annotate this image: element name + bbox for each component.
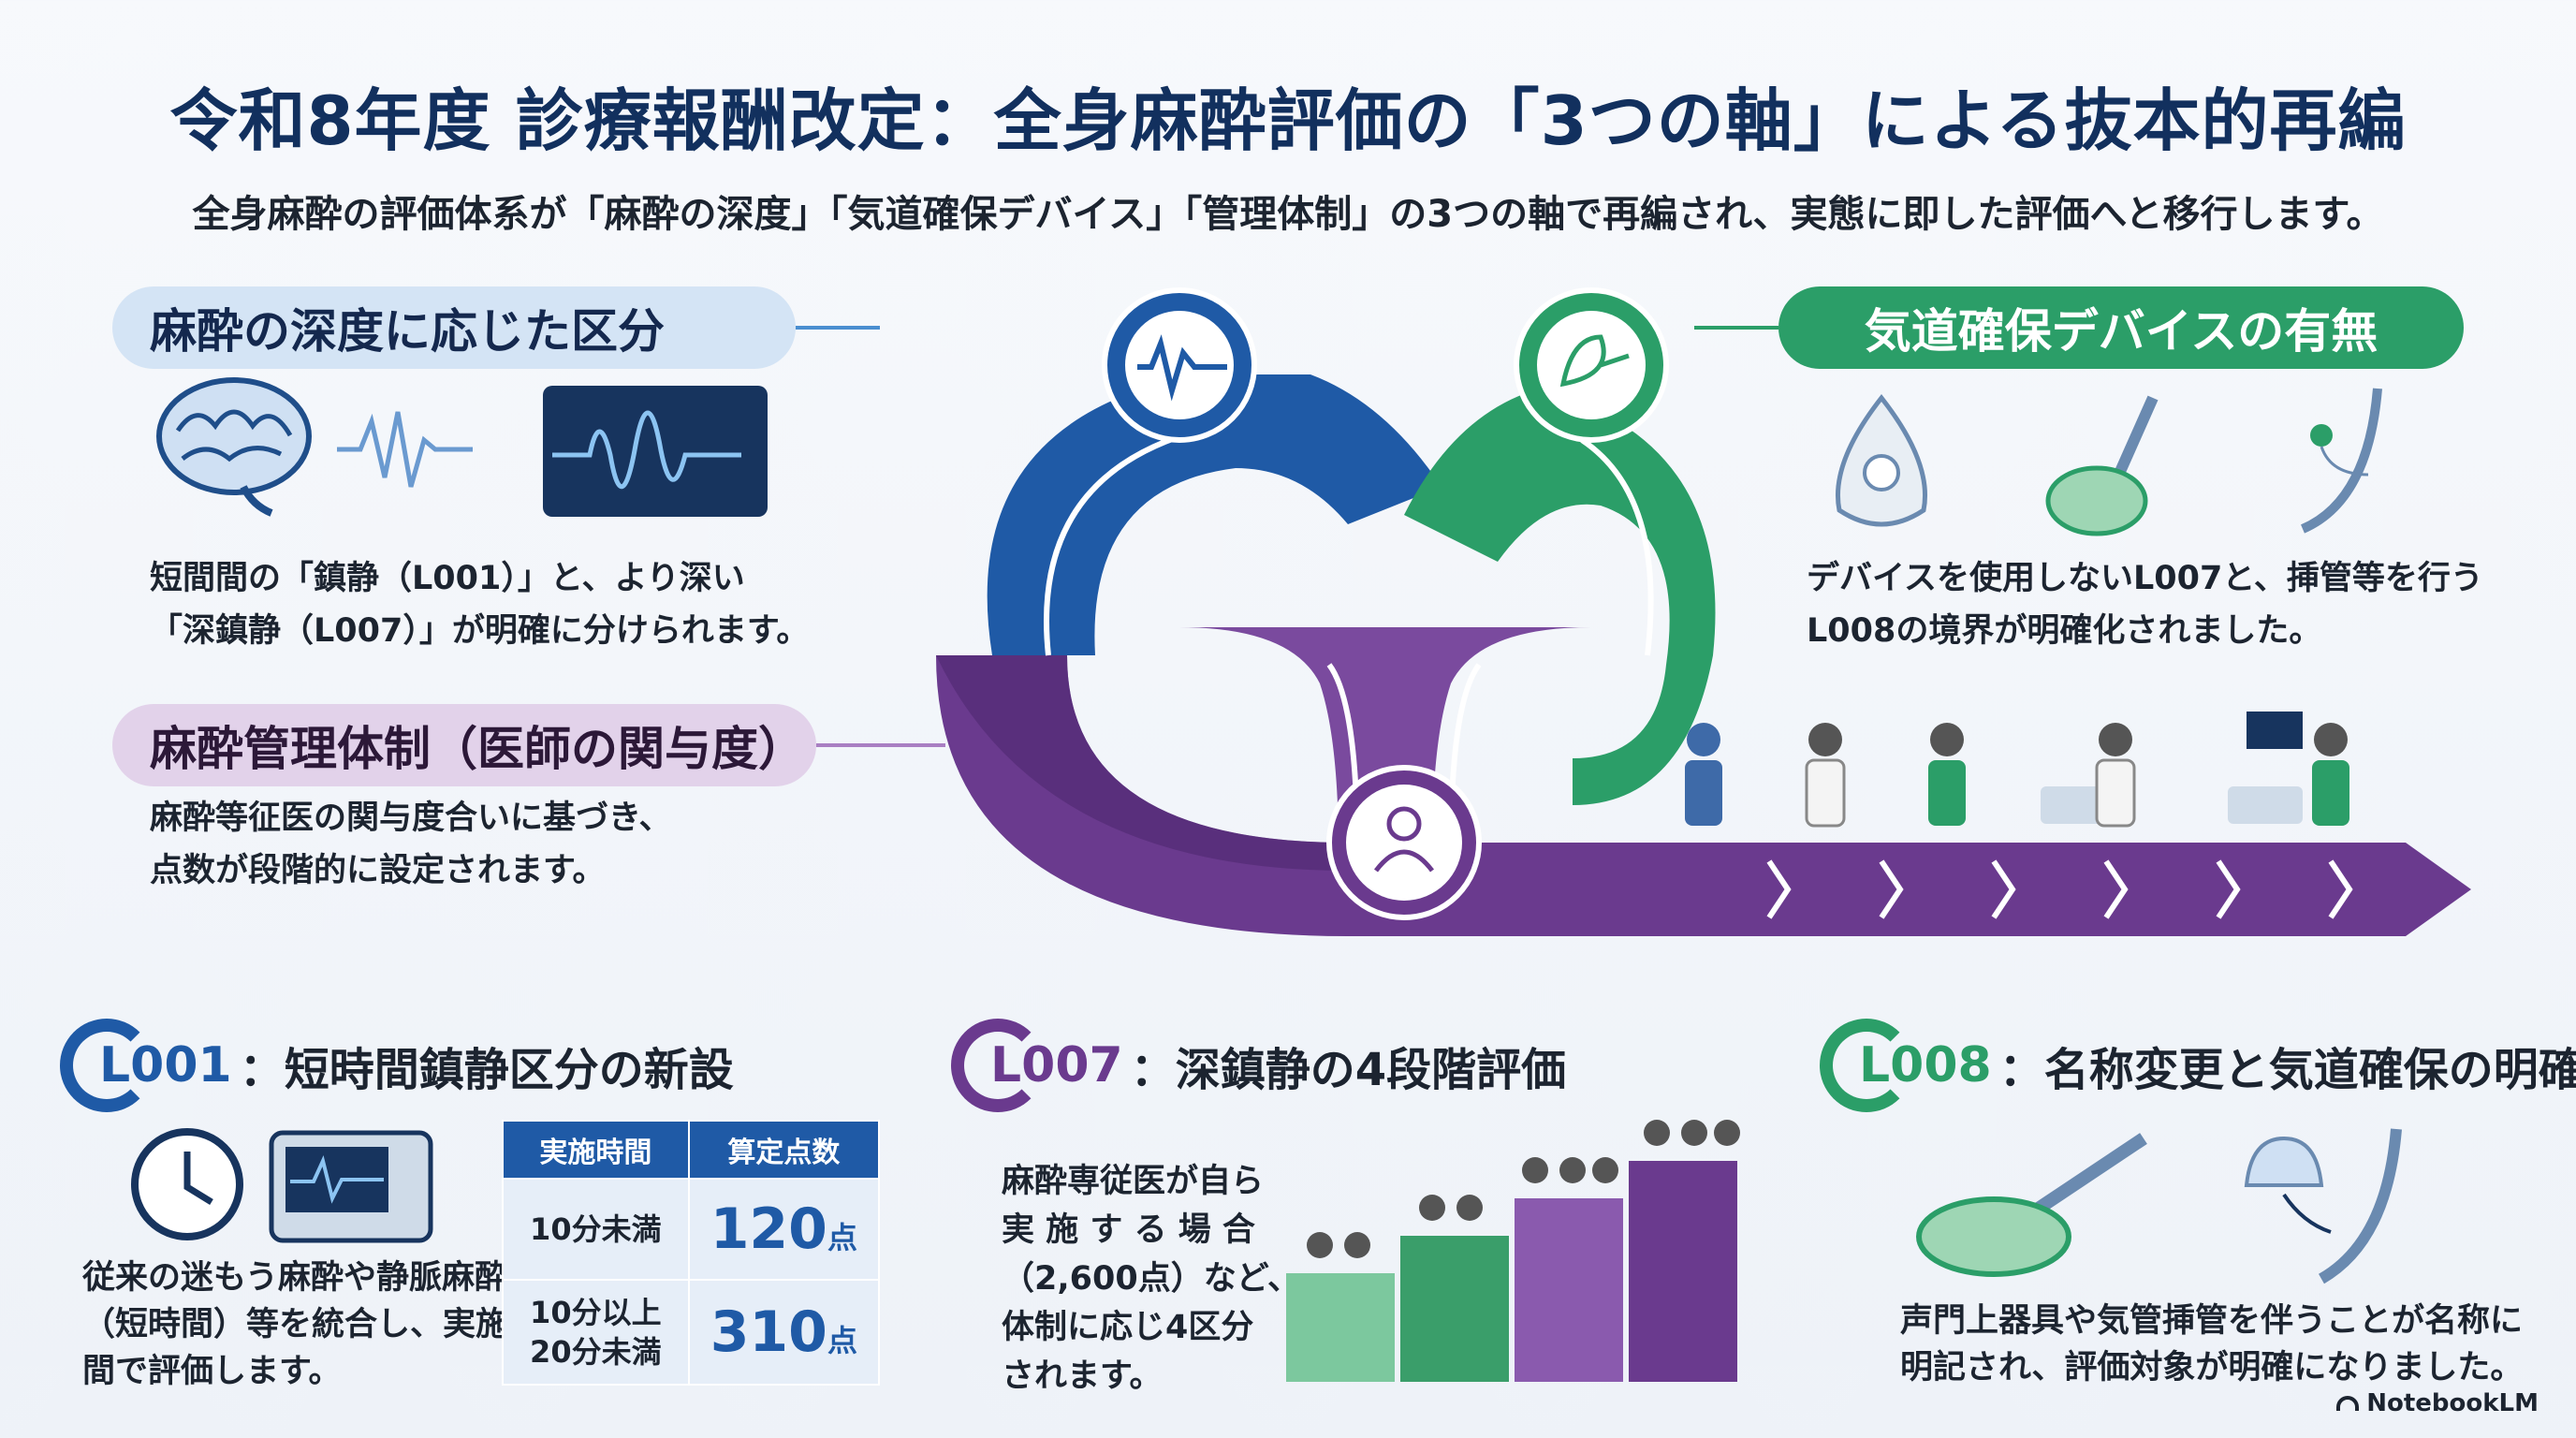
l001-description: 従来の迷もう麻酔や静脈麻酔 （短時間）等を統合し、実施時 間で評価します。 [82, 1259, 542, 1390]
notebooklm-logo-icon [2336, 1396, 2360, 1411]
l007-tier-chart [1286, 1120, 1740, 1382]
airway-description: デバイスを使用しないL007と、挿管等を行う L008の境界が明確化されました。 [1807, 560, 2483, 650]
staff-figures-icon [1685, 712, 2349, 828]
depth-axis-label: 麻酔の深度に応じた区分 [112, 286, 796, 369]
l001-points-table: 実施時間 算定点数 10分未満 120点 10分以上 20分未満 310点 [502, 1120, 881, 1386]
three-axis-diagram [936, 287, 2471, 936]
supraglottic-device-icon [1916, 1133, 2147, 1277]
l008-description: 声門上器具や気管挿管を伴うことが名称に 明記され、評価対象が明確になりました。 [1900, 1302, 2524, 1387]
l001-heading: L001 ：短時間鎮静区分の新設 [60, 1019, 734, 1112]
endotracheal-tube-icon [2244, 1128, 2402, 1284]
brain-icon [156, 377, 312, 517]
monitor-wave-icon [543, 386, 768, 517]
table-row: 10分未満 120点 [502, 1178, 881, 1281]
l008-heading: L008 ：名称変更と気道確保の明確化 [1820, 1019, 2576, 1112]
time-header: 実施時間 [502, 1120, 690, 1180]
mask-icon [1559, 334, 1630, 388]
l001-illustration [131, 1128, 433, 1243]
doctor-icon [1374, 806, 1434, 873]
management-axis-label: 麻酔管理体制（医師の関与度） [112, 704, 816, 786]
l007-heading: L007 ：深鎮静の4段階評価 [951, 1019, 1566, 1112]
arrow-chevrons [1766, 859, 2353, 919]
wave-icon [337, 411, 473, 488]
management-description: 麻酔等征医の関与度合いに基づき、 点数が段階的に設定されます。 [150, 800, 672, 889]
depth-description: 短間間の「鎮静（L001）」と、より深い 「深鎮静（L007）」が明確に分けられ… [150, 560, 810, 650]
page-title: 令和8年度 診療報酬改定：全身麻酔評価の「3つの軸」による抜本的再編 [169, 81, 2407, 160]
patient-monitor-icon [269, 1130, 433, 1243]
l007-description: 麻酔専従医が自ら 実 施 す る 場 合 （2,600点）など、 体制に応じ4区… [1002, 1163, 1300, 1395]
endotracheal-tube-icon [2300, 388, 2382, 534]
laryngeal-mask-icon [2045, 395, 2159, 536]
airway-devices-illustration [1835, 388, 2382, 536]
airway-axis-label: 気道確保デバイスの有無 [1778, 286, 2464, 369]
staff-group-icon [1307, 1120, 1740, 1258]
l008-illustration [1916, 1128, 2402, 1284]
face-mask-icon [1835, 393, 1928, 527]
heartbeat-icon [1137, 334, 1227, 402]
points-header: 算定点数 [687, 1120, 881, 1180]
page-subtitle: 全身麻酔の評価体系が「麻酔の深度」「気道確保デバイス」「管理体制」の3つの軸で再… [192, 193, 2384, 236]
brand-watermark: NotebookLM [2336, 1389, 2539, 1417]
clock-icon [131, 1128, 243, 1240]
table-row: 10分以上 20分未満 310点 [502, 1279, 881, 1386]
depth-illustration [156, 377, 768, 517]
